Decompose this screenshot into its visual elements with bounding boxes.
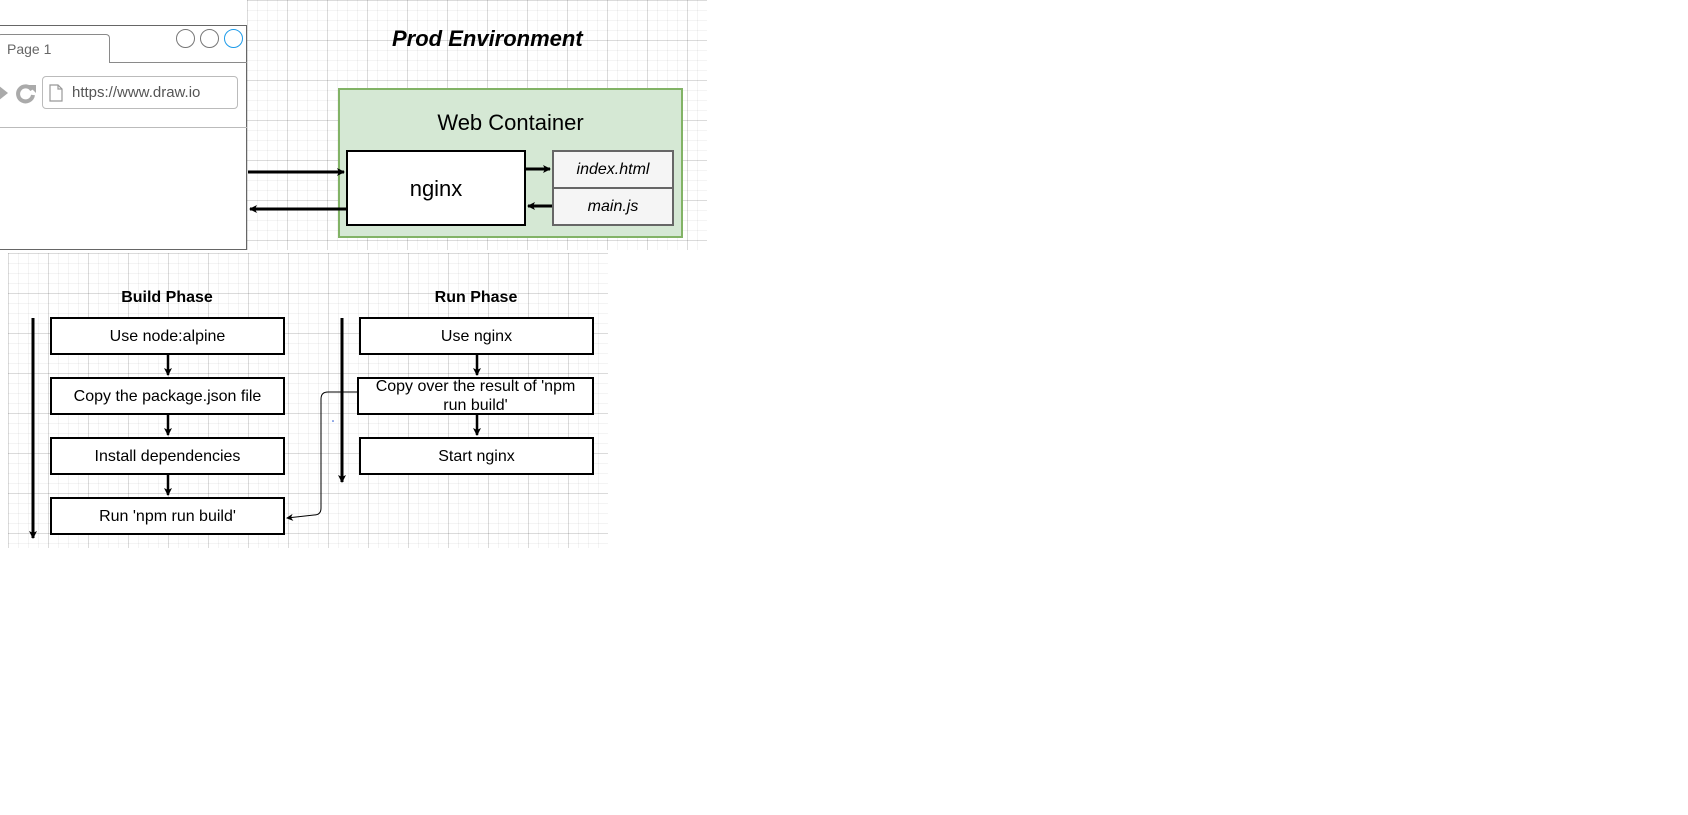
build-step-label: Run 'npm run build' <box>99 507 236 525</box>
run-step-use-nginx[interactable]: Use nginx <box>359 317 594 355</box>
url-text: https://www.draw.io <box>72 84 201 101</box>
build-step-label: Install dependencies <box>94 447 241 465</box>
run-phase-title: Run Phase <box>434 289 518 306</box>
run-step-copy-result[interactable]: Copy over the result of 'npm run build' <box>357 377 594 415</box>
run-step-start-nginx[interactable]: Start nginx <box>359 437 594 475</box>
browser-tab[interactable]: Page 1 <box>0 34 110 63</box>
reload-icon[interactable] <box>15 82 37 104</box>
build-phase-title: Build Phase <box>121 289 213 306</box>
page-icon <box>49 84 63 102</box>
build-step-label: Use node:alpine <box>109 327 226 345</box>
web-container-title: Web Container <box>437 110 584 135</box>
forward-icon[interactable] <box>0 83 10 103</box>
run-step-label: Use nginx <box>440 327 513 345</box>
build-step-install[interactable]: Install dependencies <box>50 437 285 475</box>
nginx-label: nginx <box>409 175 463 201</box>
run-step-label: Start nginx <box>438 447 515 465</box>
tab-divider <box>110 62 247 63</box>
run-step-label: Copy over the result of 'npm run build' <box>375 378 576 414</box>
build-step-label: Copy the package.json file <box>73 387 262 405</box>
index-html-file[interactable]: index.html <box>552 150 674 189</box>
minimize-icon[interactable] <box>176 29 195 48</box>
maximize-icon[interactable] <box>200 29 219 48</box>
browser-tab-label: Page 1 <box>7 41 52 57</box>
prod-environment-title: Prod Environment <box>392 26 583 51</box>
close-icon[interactable] <box>224 29 243 48</box>
build-step-copy-package[interactable]: Copy the package.json file <box>50 377 285 415</box>
nginx-box[interactable]: nginx <box>346 150 526 226</box>
build-step-run-build[interactable]: Run 'npm run build' <box>50 497 285 535</box>
main-js-file[interactable]: main.js <box>552 187 674 226</box>
index-html-label: index.html <box>576 160 650 178</box>
build-step-use-node[interactable]: Use node:alpine <box>50 317 285 355</box>
main-js-label: main.js <box>587 197 639 215</box>
browser-toolbar-divider <box>0 127 247 128</box>
browser-mockup: Page 1 https://www.draw.io <box>0 25 247 250</box>
url-field[interactable]: https://www.draw.io <box>42 76 238 109</box>
